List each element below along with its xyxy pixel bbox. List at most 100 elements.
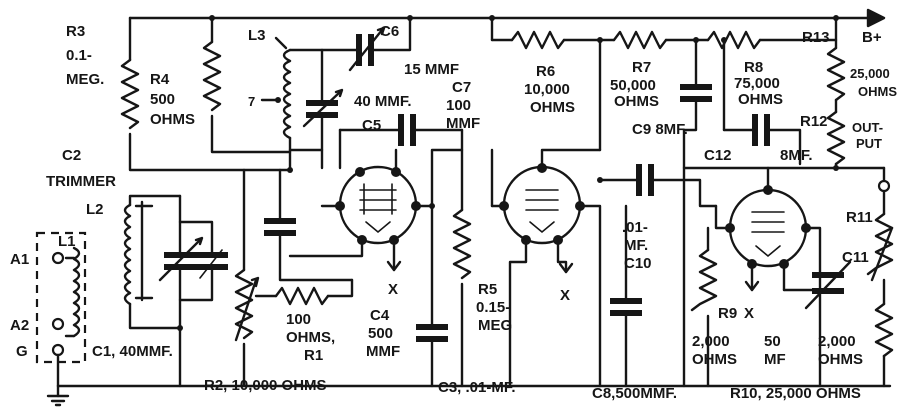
label-r7: R7 [632, 59, 651, 76]
component-labels: R3 0.1- MEG. R4 500 OHMS L3 7 C6 15 MMF … [10, 23, 897, 402]
resistor-r13 [826, 16, 846, 114]
antenna-terminals [46, 251, 70, 407]
resistor-r1 [254, 278, 354, 306]
label-r5-value: 0.15- [476, 299, 510, 316]
label-c8: C8,500MMF. [592, 385, 677, 402]
label-r6: R6 [536, 63, 555, 80]
label-c4-unit: MMF [366, 343, 400, 360]
label-l2: L2 [86, 201, 104, 218]
label-c6-value: 15 MMF [404, 61, 459, 78]
label-tap-7: 7 [248, 94, 255, 109]
label-output-2: PUT [856, 136, 882, 151]
label-x-v1: X [388, 281, 398, 298]
label-trimmer: TRIMMER [46, 173, 116, 190]
label-r6-value: 10,000 [524, 81, 570, 98]
label-x-v3: X [744, 305, 754, 322]
label-r9-unit: OHMS [692, 351, 737, 368]
label-r4-unit: OHMS [150, 111, 195, 128]
label-r5-unit: MEG [478, 317, 512, 334]
label-r13-unit: OHMS [858, 84, 897, 99]
label-c11: C11 [842, 249, 869, 266]
label-l1: L1 [58, 233, 76, 250]
label-x-v2: X [560, 287, 570, 304]
resistor-r7 [598, 30, 698, 152]
resistor-r3 [120, 16, 292, 172]
label-r3-value: 0.1- [66, 47, 92, 64]
label-r11: R11 [846, 209, 873, 226]
label-r9: R9 [718, 305, 737, 322]
label-c11-value: 50 [764, 333, 781, 350]
label-c11-unit: MF [764, 351, 786, 368]
label-c10: C10 [624, 255, 652, 272]
capacitor-c7 [338, 114, 464, 146]
resistor-r9 [690, 226, 718, 388]
label-g: G [16, 343, 28, 360]
label-r8-value: 75,000 [734, 75, 780, 92]
label-r9-value: 2,000 [692, 333, 730, 350]
label-r12: R12 [800, 113, 828, 130]
coil-l2 [123, 194, 182, 330]
label-c1: C1, 40MMF. [92, 343, 173, 360]
capacitor-c11 [782, 260, 852, 310]
capacitor-c9 [680, 38, 712, 388]
label-c7-unit: MMF [446, 115, 480, 132]
label-c7: C7 [452, 79, 471, 96]
label-r7-unit: OHMS [614, 93, 659, 110]
label-c12: C12 [704, 147, 732, 164]
label-r3-unit: MEG. [66, 71, 104, 88]
label-c4: C4 [370, 307, 390, 324]
capacitor-c1 [158, 194, 204, 330]
resistor-r10 [874, 278, 894, 388]
label-c6: C6 [380, 23, 399, 40]
label-c9: C9 8MF. [632, 121, 688, 138]
label-r8: R8 [744, 59, 763, 76]
label-c4-value: 500 [368, 325, 393, 342]
resistor-r6 [490, 16, 602, 50]
label-c10-unit: MF. [624, 237, 648, 254]
trimmer-c2 [178, 220, 228, 302]
label-c7-value: 100 [446, 97, 471, 114]
capacitor-c8 [610, 204, 642, 388]
label-output: OUT- [852, 120, 883, 135]
resistor-r5 [452, 128, 472, 388]
label-r7-value: 50,000 [610, 77, 656, 94]
label-l3: L3 [248, 27, 266, 44]
capacitor-c5 [288, 88, 344, 152]
label-r3: R3 [66, 23, 85, 40]
b-plus-rail [128, 8, 886, 28]
antenna-coil-l1 [35, 231, 87, 364]
capacitor-c12 [722, 38, 802, 166]
label-r11-unit: OHMS [818, 351, 863, 368]
tube-v1 [288, 128, 464, 272]
label-r4-value: 500 [150, 91, 175, 108]
label-c3: C3, .01-MF. [438, 379, 516, 396]
label-r13: R13 [802, 29, 830, 46]
label-c5: C5 [362, 117, 381, 134]
label-a2: A2 [10, 317, 29, 334]
label-r6-unit: OHMS [530, 99, 575, 116]
capacitor-bypass-v1 [264, 168, 354, 282]
capacitor-c6 [320, 16, 412, 72]
output-terminal [877, 166, 891, 193]
label-r2: R2, 10,000 OHMS [204, 377, 327, 394]
resistor-r11 [866, 190, 894, 282]
label-r1: R1 [304, 347, 323, 364]
tube-v2 [490, 148, 602, 388]
resistor-r2 [234, 168, 260, 388]
label-r11-value: 2,000 [818, 333, 856, 350]
label-r1-unit: OHMS, [286, 329, 335, 346]
label-r1-value: 100 [286, 311, 311, 328]
label-r4: R4 [150, 71, 170, 88]
label-c2: C2 [62, 147, 81, 164]
label-r13-value: 25,000 [850, 66, 890, 81]
capacitor-c10 [598, 164, 718, 208]
label-c10-value: .01- [622, 219, 648, 236]
label-r8-unit: OHMS [738, 91, 783, 108]
junction-dots [177, 15, 839, 331]
resistor-r4 [202, 16, 292, 154]
label-r10: R10, 25,000 OHMS [730, 385, 861, 402]
label-a1: A1 [10, 251, 29, 268]
label-c5-value: 40 MMF. [354, 93, 412, 110]
